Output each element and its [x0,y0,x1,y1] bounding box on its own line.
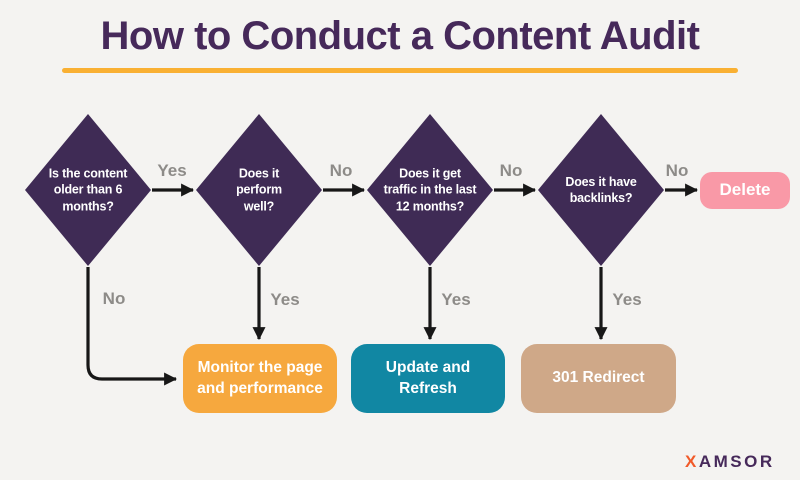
edge-label-yes: Yes [612,290,642,309]
edge-label-no: No [329,161,353,180]
logo: XAMSOR [685,452,775,472]
logo-wordmark: AMSOR [698,452,775,471]
outcome-monitor: Monitor the page and performance [183,344,337,413]
edge-label-yes: Yes [270,290,300,309]
decision-question: Does it perform well? [236,166,282,214]
decision-question: Is the content older than 6 months? [48,166,128,214]
infographic-title: How to Conduct a Content Audit [100,14,700,58]
decision-question: Does it have backlinks? [565,174,637,205]
title-underline [62,68,738,73]
outcome-delete: Delete [700,172,790,209]
outcome-update: Update and Refresh [351,344,505,413]
edge-label-no: No [499,161,523,180]
logo-x-mark: X [685,452,699,471]
edge-label-no: No [665,161,689,180]
arrow-d1-monitor [86,267,178,386]
decision-question: Does it get traffic in the last 12 month… [383,166,477,214]
edge-label-yes: Yes [441,290,471,309]
edge-label-no: No [102,289,126,308]
outcome-301-redirect: 301 Redirect [521,344,676,413]
edge-label-yes: Yes [157,161,187,180]
